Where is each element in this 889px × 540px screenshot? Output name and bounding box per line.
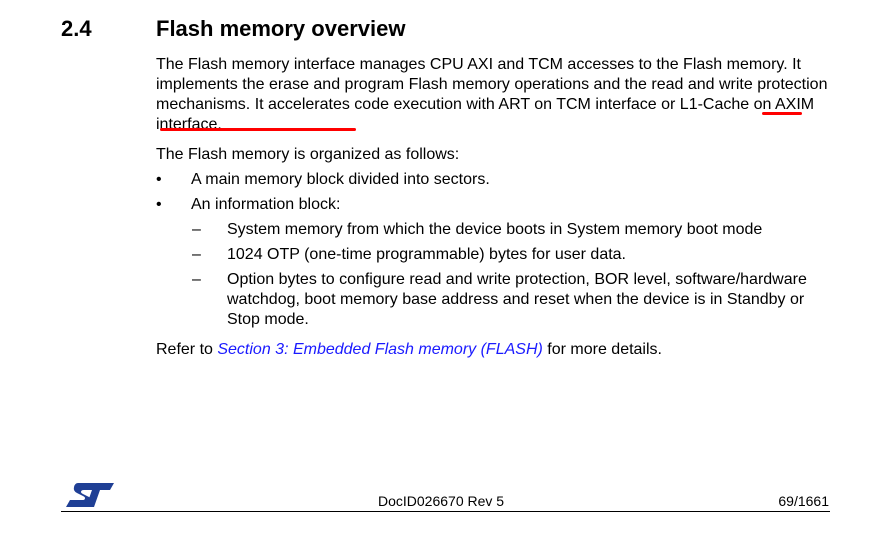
sub-item-text: System memory from which the device boot… xyxy=(227,221,763,238)
section-title: Flash memory overview xyxy=(156,16,406,41)
intro-text: The Flash memory interface manages CPU A… xyxy=(156,56,828,113)
sub-item-text: Option bytes to configure read and write… xyxy=(227,271,807,328)
bullet-mark: • xyxy=(156,171,162,188)
footer-doc-id: DocID026670 Rev 5 xyxy=(378,493,505,509)
footer-rule xyxy=(61,511,830,512)
refer-prefix: Refer to xyxy=(156,341,218,358)
section-number: 2.4 xyxy=(61,16,92,41)
footer-page-number: 69/1661 xyxy=(778,493,829,509)
intro-paragraph: The Flash memory interface manages CPU A… xyxy=(156,55,832,135)
refer-suffix: for more details. xyxy=(542,341,662,358)
dash-mark: – xyxy=(192,221,201,238)
bullet-text: A main memory block divided into sectors… xyxy=(191,171,490,188)
refer-paragraph: Refer to Section 3: Embedded Flash memor… xyxy=(156,340,662,360)
organized-paragraph: The Flash memory is organized as follows… xyxy=(156,146,460,163)
dash-mark: – xyxy=(192,271,201,288)
annotation-underline xyxy=(160,128,356,131)
annotation-underline xyxy=(762,112,802,115)
bullet-text: An information block: xyxy=(191,196,341,213)
dash-mark: – xyxy=(192,246,201,263)
sub-item-text: 1024 OTP (one-time programmable) bytes f… xyxy=(227,246,626,263)
st-logo-icon xyxy=(66,483,114,507)
section-link[interactable]: Section 3: Embedded Flash memory (FLASH) xyxy=(217,341,543,358)
bullet-mark: • xyxy=(156,196,162,213)
